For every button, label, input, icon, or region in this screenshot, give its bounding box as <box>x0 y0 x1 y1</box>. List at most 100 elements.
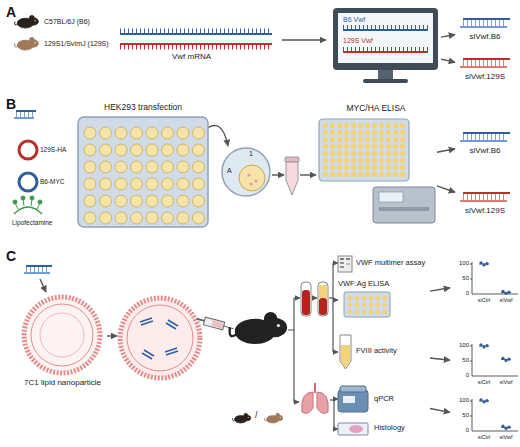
flow-arrow <box>272 174 284 175</box>
elisa-plate-shape <box>379 137 384 142</box>
well-plate-shape <box>146 212 158 224</box>
elisa-plate-shape <box>365 123 370 128</box>
elisa-plate-shape <box>386 172 391 177</box>
sirna-icon <box>26 267 50 272</box>
elisa-plate-shape <box>358 137 363 142</box>
axis-tick: 100 <box>450 397 469 404</box>
plate-heading: MYC/HA ELISA <box>315 104 437 114</box>
elisa-plate-shape <box>372 123 377 128</box>
well-plate-shape <box>84 212 96 224</box>
well-plate-shape <box>193 178 205 190</box>
well-plate-shape <box>162 161 174 173</box>
arrow-connector <box>430 358 450 360</box>
well-plate-shape <box>100 144 112 156</box>
elisa-plate-shape <box>351 172 356 177</box>
well-plate-shape <box>177 178 189 190</box>
arrow-connector <box>441 35 455 38</box>
well-plate-shape <box>84 178 96 190</box>
elisa-plate-shape <box>386 165 391 170</box>
well-plate-shape <box>146 127 158 139</box>
dot-chart-shape <box>485 262 488 265</box>
arrow-connector <box>437 149 455 152</box>
sequence-name: B6 Vwf <box>343 16 365 24</box>
elisa-plate-shape <box>393 158 398 163</box>
arrow-connector <box>441 59 455 62</box>
well-plate-shape <box>162 178 174 190</box>
elisa-plate-shape <box>337 137 342 142</box>
elisa-plate-shape <box>393 123 398 128</box>
well-plate-shape <box>177 212 189 224</box>
sirna-duplex: siVwf.129S <box>455 54 515 84</box>
strain-name: 129S1/SvImJ (129S) <box>44 40 109 48</box>
assay-item-shape <box>383 310 388 315</box>
dot-chart-shape <box>501 290 504 293</box>
well-plate-shape <box>115 127 127 139</box>
elisa-plate-shape <box>365 144 370 149</box>
plasmid-icon <box>19 141 37 159</box>
well-plate-shape <box>162 144 174 156</box>
flow-arrow <box>312 297 317 298</box>
elisa-plate-shape <box>372 144 377 149</box>
separator: / <box>255 410 258 420</box>
elisa-plate-shape <box>358 165 363 170</box>
assay-item: FVIII activity <box>338 335 430 371</box>
loaded-nanoparticle <box>142 353 152 359</box>
lungs-icon <box>314 383 316 393</box>
assay-item-shape <box>338 390 368 412</box>
well-plate-shape <box>100 127 112 139</box>
dot-chart-shape <box>501 425 504 428</box>
elisa-plate-shape <box>344 130 349 135</box>
elisa-plate-shape <box>351 123 356 128</box>
elisa-plate-shape <box>330 137 335 142</box>
lipofectamine-icon <box>38 200 42 204</box>
lipofectamine-icon <box>13 196 42 214</box>
sequence-name: 129S Vwf <box>343 37 373 45</box>
dot-chart-shape <box>472 399 473 431</box>
elisa-plate-shape <box>379 123 384 128</box>
mrna-strands <box>120 45 272 50</box>
plasma-tube <box>319 285 327 298</box>
elisa-plate-shape <box>400 151 405 156</box>
axis-tick: 100 <box>450 342 469 349</box>
assay-item-shape <box>369 296 374 301</box>
zoomed-well <box>248 174 251 177</box>
sirna-duplex-shape <box>463 194 507 200</box>
elisa-plate-shape <box>337 165 342 170</box>
sirna-icon <box>14 111 36 118</box>
assay-item-shape <box>369 303 374 308</box>
elisa-plate-shape <box>351 137 356 142</box>
elisa-plate-shape <box>330 158 335 163</box>
computer-screen-shape <box>338 13 433 63</box>
axis-category: siCtrl <box>474 297 494 303</box>
elisa-plate-shape <box>365 151 370 156</box>
well-plate-shape <box>131 161 143 173</box>
flow-arrow <box>282 39 326 40</box>
assay-item-shape <box>341 345 350 368</box>
assay-item-shape <box>376 296 381 301</box>
panel-letter: B <box>6 96 16 112</box>
elisa-plate-shape <box>344 137 349 142</box>
dot-chart-shape <box>470 346 472 347</box>
sirna-duplex: siVwf.B6 <box>455 14 515 44</box>
assay-item-shape <box>340 258 344 259</box>
sirna-icon <box>14 117 34 119</box>
plasma-tube <box>318 282 328 316</box>
elisa-plate-shape <box>351 130 356 135</box>
elisa-plate-shape <box>337 172 342 177</box>
well-plate-shape <box>146 195 158 207</box>
reagent-label: Lipofectamine <box>12 219 52 226</box>
assay-item-shape <box>383 303 388 308</box>
assay-item-shape <box>340 263 344 264</box>
dot-chart-shape <box>479 343 482 346</box>
assay-item-shape <box>340 267 344 268</box>
assay-item-shape <box>346 258 350 259</box>
elisa-plate-shape <box>372 151 377 156</box>
branch-lines <box>330 399 338 429</box>
well-plate-shape <box>84 195 96 207</box>
sirna-duplex-shape <box>463 58 510 60</box>
branch-lines <box>334 398 338 399</box>
assay-label: VWF multimer assay <box>356 259 425 268</box>
assay-item-shape <box>355 296 360 301</box>
elisa-plate-shape <box>372 137 377 142</box>
